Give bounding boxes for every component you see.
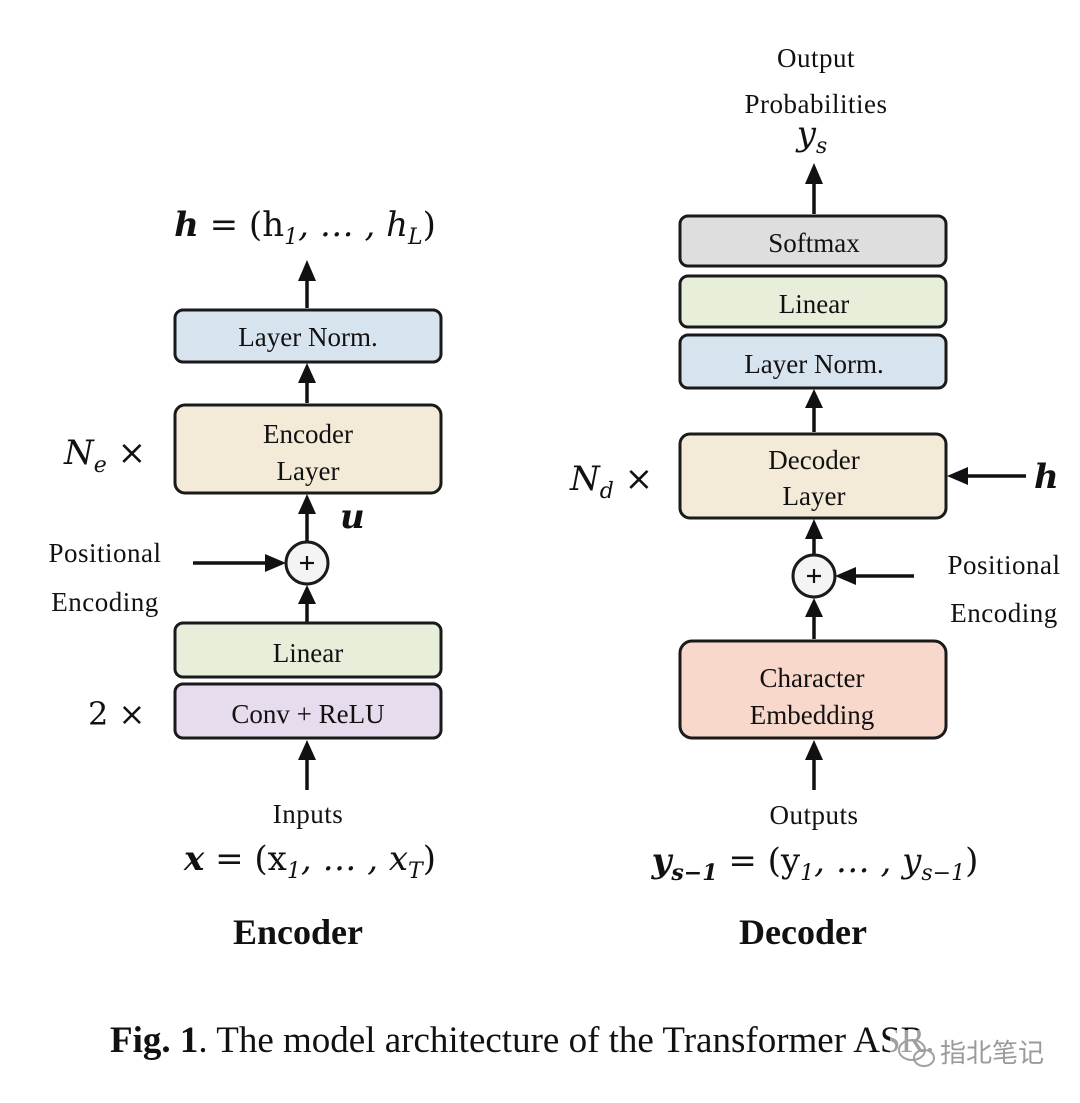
encoder-conv-repeat-label: 2 ×: [88, 695, 145, 733]
encoder-output-arrow: [298, 260, 316, 308]
encoder-layer-block: Encoder Layer: [173, 403, 443, 495]
encoder-title: Encoder: [233, 912, 363, 952]
encoder-input-math: x = (x1, … , xT): [183, 839, 436, 884]
encoder-encoding-label: Encoding: [51, 587, 158, 617]
figure-caption: Fig. 1. The model architecture of the Tr…: [110, 1020, 934, 1061]
decoder-add-node: [791, 553, 837, 599]
decoder-outputs-label: Outputs: [769, 800, 858, 830]
svg-text:Linear: Linear: [779, 289, 849, 319]
decoder-output-label-line1: Output: [777, 43, 855, 73]
svg-text:Conv + ReLU: Conv + ReLU: [231, 699, 384, 729]
svg-text:Layer Norm.: Layer Norm.: [744, 349, 883, 379]
encoder-arrow-to-encoder-layer: [298, 494, 316, 542]
wechat-icon: [898, 1039, 935, 1067]
encoder-positional-label: Positional: [48, 538, 161, 568]
encoder-add-node: [284, 540, 330, 586]
decoder-layer-block: Decoder Layer: [678, 432, 948, 520]
encoder-arrow-to-add: [298, 585, 316, 622]
decoder-softmax-block: Softmax: [678, 214, 948, 268]
decoder-arrow-to-decoder-layer: [805, 519, 823, 555]
decoder-linear-block: Linear: [678, 274, 948, 329]
encoder-diagram: h = (h1, … , hL) Layer Norm. Encoder Lay…: [48, 205, 443, 952]
svg-text:Character: Character: [760, 663, 865, 693]
svg-text:Encoder: Encoder: [263, 419, 353, 449]
svg-text:Softmax: Softmax: [768, 228, 860, 258]
decoder-encoding-label: Encoding: [950, 598, 1057, 628]
svg-text:指北笔记: 指北笔记: [940, 1039, 1044, 1069]
svg-text:Decoder: Decoder: [768, 445, 859, 475]
decoder-title: Decoder: [739, 912, 867, 952]
decoder-output-arrow: [805, 163, 823, 214]
encoder-layer-norm-block: Layer Norm.: [173, 308, 443, 364]
decoder-output-math: ys: [795, 114, 828, 159]
decoder-previous-output-math: ys−1 = (y1, … , ys−1): [651, 841, 979, 886]
decoder-layer-norm-block: Layer Norm.: [678, 333, 948, 390]
decoder-character-embedding-block: Character Embedding: [678, 639, 948, 740]
watermark: 指北笔记: [890, 1030, 1058, 1072]
encoder-output-math: h = (h1, … , hL): [174, 205, 436, 250]
decoder-h-input-arrow: [947, 467, 1026, 485]
decoder-diagram: Output Probabilities ys Softmax Linear L…: [569, 43, 1060, 952]
encoder-input-arrow: [298, 740, 316, 790]
svg-text:Embedding: Embedding: [750, 700, 874, 730]
decoder-h-input-label: h: [1034, 457, 1059, 497]
decoder-positional-arrow: [835, 567, 914, 585]
svg-text:Linear: Linear: [273, 638, 343, 668]
decoder-input-arrow: [805, 740, 823, 790]
encoder-linear-block: Linear: [173, 621, 443, 679]
encoder-inputs-label: Inputs: [273, 799, 344, 829]
encoder-conv-relu-block: Conv + ReLU: [173, 682, 443, 740]
svg-text:Layer: Layer: [277, 456, 340, 486]
encoder-u-label: u: [340, 497, 365, 537]
svg-text:Layer Norm.: Layer Norm.: [238, 322, 377, 352]
decoder-arrow-to-layer-norm: [805, 389, 823, 432]
decoder-positional-label: Positional: [947, 550, 1060, 580]
svg-text:Layer: Layer: [783, 481, 846, 511]
decoder-output-label-line2: Probabilities: [745, 89, 888, 119]
decoder-repeat-label: Nd ×: [569, 459, 653, 504]
decoder-arrow-to-add: [805, 598, 823, 639]
encoder-positional-arrow: [193, 554, 286, 572]
encoder-arrow-to-layer-norm: [298, 363, 316, 403]
encoder-repeat-label: Ne ×: [63, 433, 146, 478]
